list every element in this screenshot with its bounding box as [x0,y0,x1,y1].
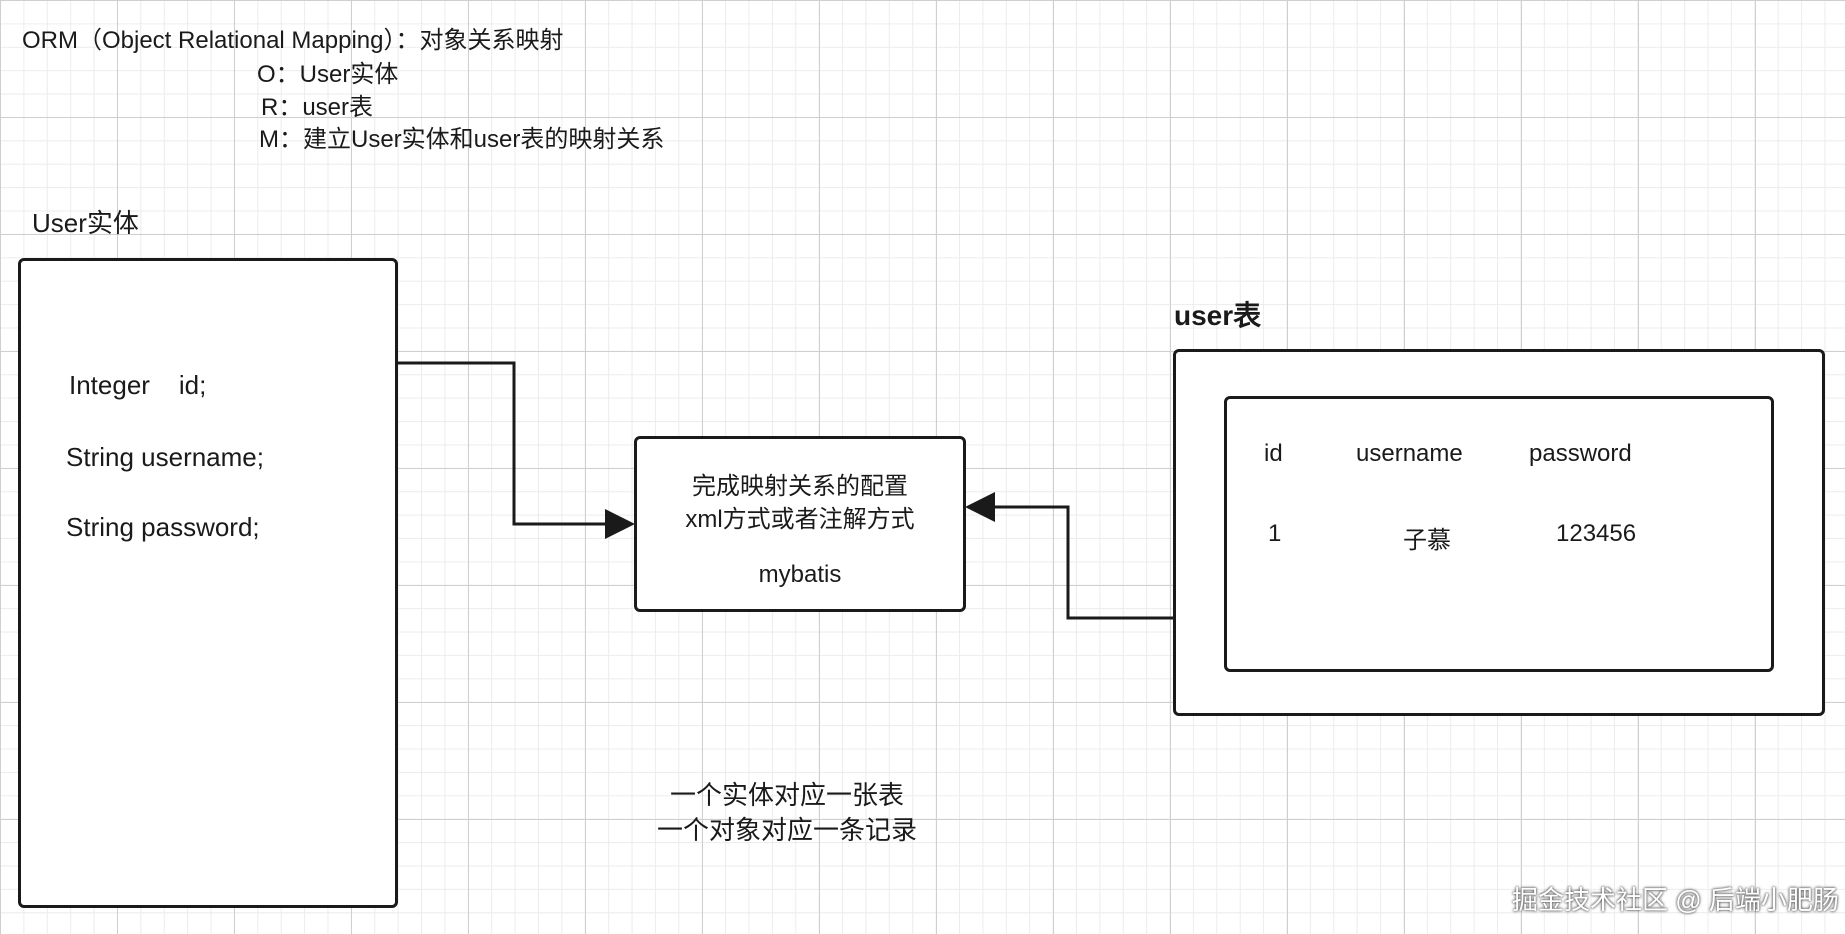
orm-r-line: R：user表 [261,94,374,121]
entity-label: User实体 [32,208,139,238]
config-box [634,436,966,612]
table-inner-box [1224,396,1774,672]
entity-field-username: String username; [66,442,264,472]
config-line-2: xml方式或者注解方式 [685,506,915,533]
entity-to-config-arrow [398,361,635,539]
entity-box [18,258,398,908]
watermark: 掘金技术社区 @ 后端小肥肠 [1512,885,1839,915]
table-cell-password: 123456 [1556,520,1637,547]
entity-field-password: String password; [66,512,260,542]
config-line-3: mybatis [758,561,842,588]
entity-field-id: Integer id; [69,370,207,400]
table-header-username: username [1356,440,1463,467]
orm-m-line: M：建立User实体和user表的映射关系 [259,126,665,153]
note-line-2: 一个对象对应一条记录 [656,815,918,845]
table-to-config-arrow [965,492,1173,620]
orm-title: ORM（Object Relational Mapping）：对象关系映射 [22,27,564,54]
orm-o-line: O：User实体 [257,61,399,88]
table-label: user表 [1174,300,1262,331]
table-cell-id: 1 [1268,520,1282,547]
note-line-1: 一个实体对应一张表 [669,780,905,810]
table-cell-username: 子慕 [1403,527,1451,554]
config-line-1: 完成映射关系的配置 [692,473,908,500]
table-header-id: id [1264,440,1283,467]
table-header-password: password [1529,440,1632,467]
